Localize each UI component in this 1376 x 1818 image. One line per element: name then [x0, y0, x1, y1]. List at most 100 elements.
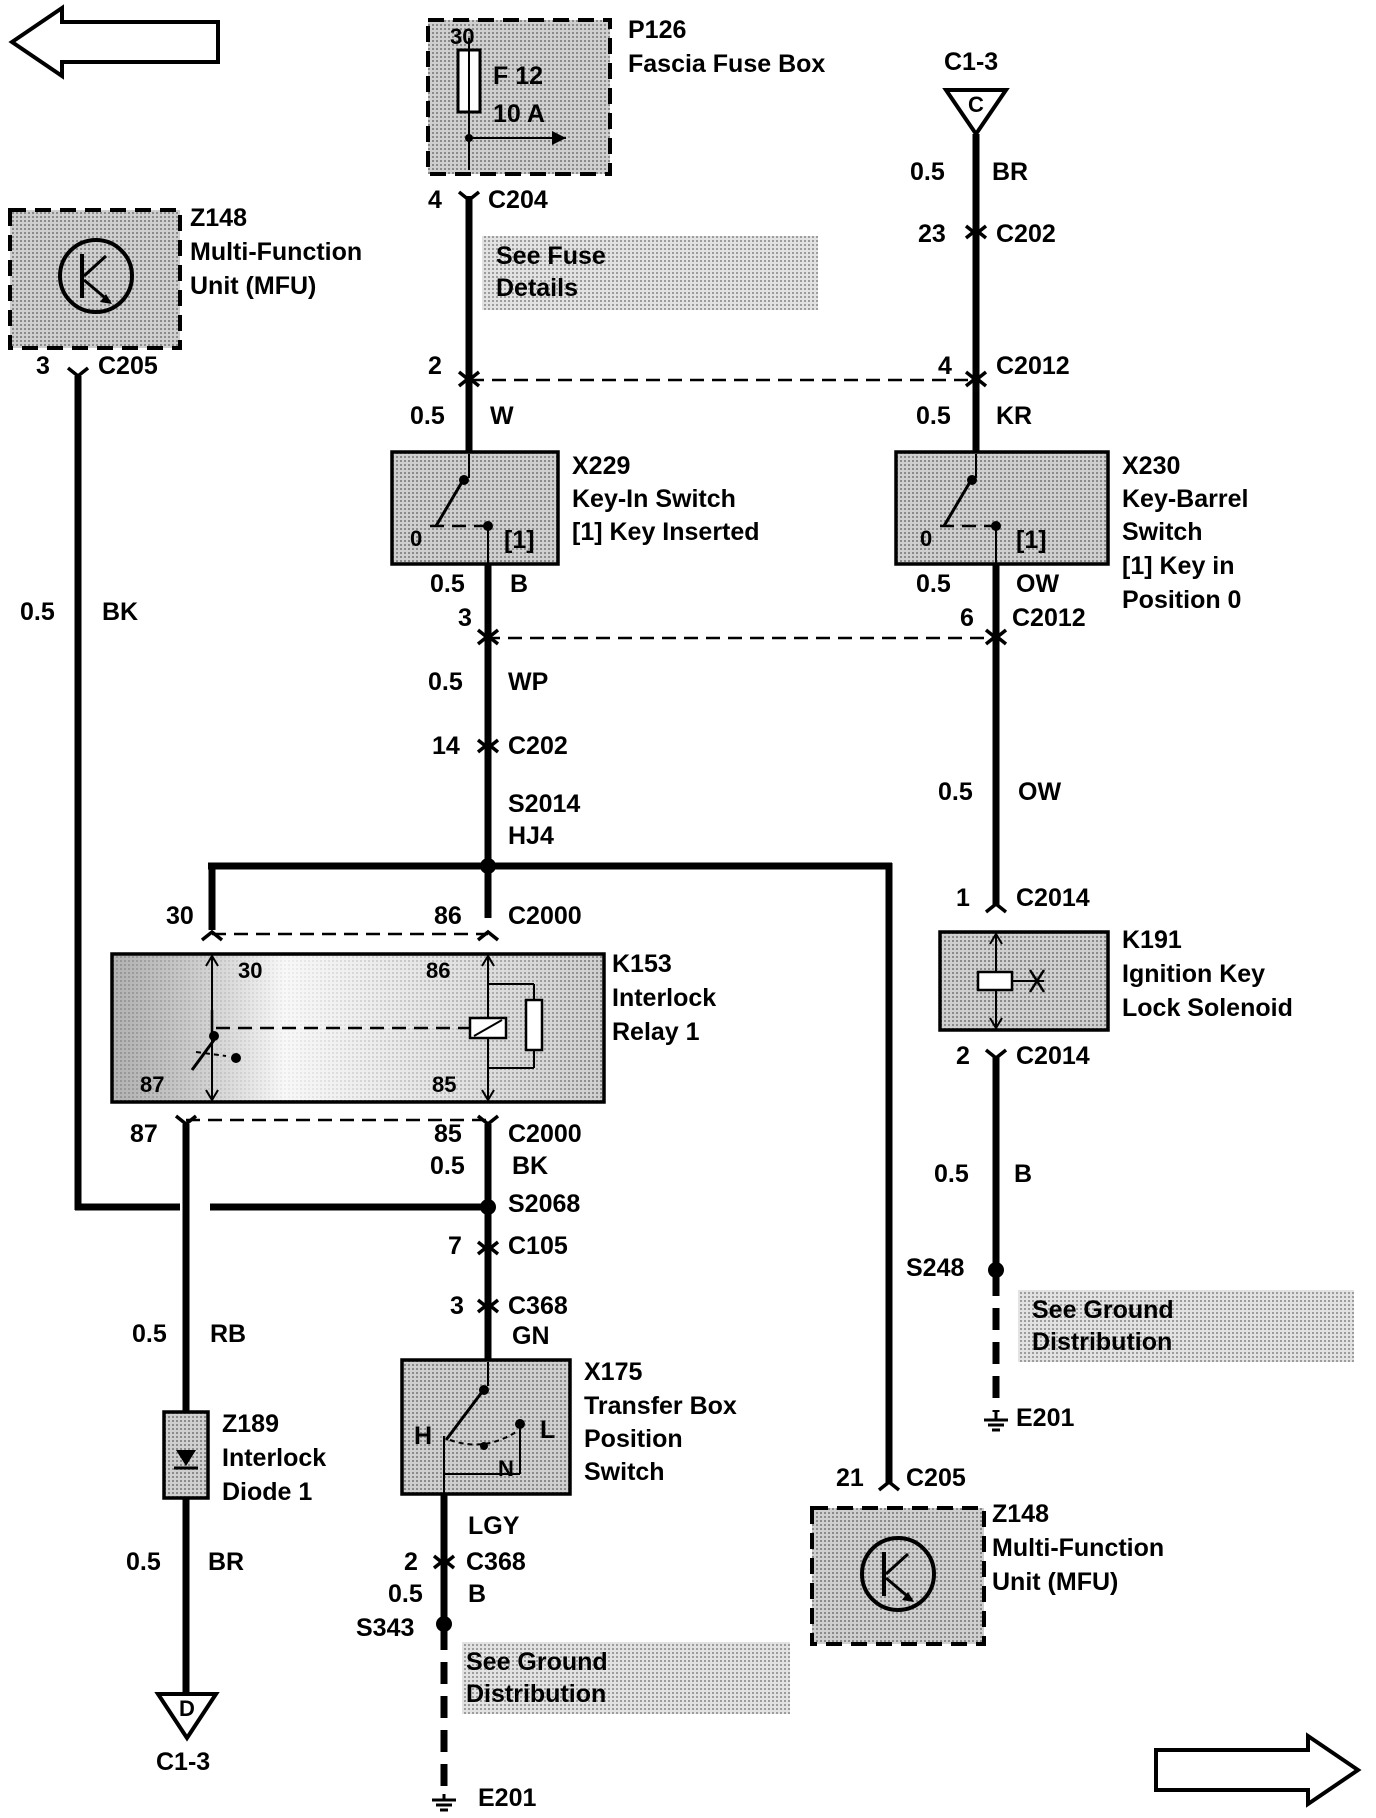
p126-id: P126 [628, 16, 686, 44]
fuse-details-note-line1[interactable]: See Fuse [496, 242, 606, 270]
c105-name: C105 [508, 1232, 568, 1260]
ground-symbol-left-icon [432, 1794, 456, 1812]
x230-line4: Position 0 [1122, 586, 1241, 614]
e201-right-name: E201 [1016, 1404, 1074, 1432]
c368-bottom-name: C368 [466, 1548, 526, 1576]
x175-h: H [414, 1422, 432, 1450]
wire-ow-mid-size: 0.5 [938, 778, 973, 806]
next-page-arrow-icon[interactable] [1154, 1732, 1362, 1808]
z148-top-id: Z148 [190, 204, 247, 232]
s2068-name: S2068 [508, 1190, 580, 1218]
wire-br-top-color: BR [992, 158, 1028, 186]
x230-line2: Switch [1122, 518, 1203, 546]
c1-3-top-label: C1-3 [944, 48, 998, 76]
wire-kr-color: KR [996, 402, 1032, 430]
k153-line1: Interlock [612, 984, 716, 1012]
c368-bottom-pin: 2 [404, 1548, 418, 1576]
x230-pos1: [1] [1016, 526, 1047, 554]
k153-id: K153 [612, 950, 672, 978]
c2012-a-left-pin: 2 [428, 352, 442, 380]
s2068-splice [480, 1199, 496, 1215]
ground-note-left-line1[interactable]: See Ground [466, 1648, 608, 1676]
c2014-bottom-pin: 2 [956, 1042, 970, 1070]
c204-pin: 4 [428, 186, 442, 214]
c2012-a-name: C2012 [996, 352, 1070, 380]
x175-transfer-box-switch: H L N X175 Transfer Box Position Switch [400, 1358, 737, 1496]
x230-pos0: 0 [920, 526, 932, 551]
wire-lgy-color: LGY [468, 1512, 520, 1540]
wire-b-bottom-color: B [468, 1580, 486, 1608]
wire-kr-size: 0.5 [916, 402, 951, 430]
c205-top-pin: 3 [36, 352, 50, 380]
s248-splice [988, 1262, 1004, 1278]
wire-b-right-color: B [1014, 1160, 1032, 1188]
c2000-bottom-pin-left: 87 [130, 1120, 158, 1148]
s2014-sub: HJ4 [508, 822, 554, 850]
s2014-name: S2014 [508, 790, 580, 818]
k191-line1: Ignition Key [1122, 960, 1265, 988]
e201-left-name: E201 [478, 1784, 536, 1812]
c2012-b-name: C2012 [1012, 604, 1086, 632]
z148-mfu-top: Z148 Multi-Function Unit (MFU) [8, 204, 362, 350]
fuse-name: F 12 [493, 62, 543, 90]
c368-top-name: C368 [508, 1292, 568, 1320]
wire-ow-mid-color: OW [1018, 778, 1061, 806]
c2000-bottom-pin-right: 85 [434, 1120, 462, 1148]
wire-br-top-size: 0.5 [910, 158, 945, 186]
k153-line2: Relay 1 [612, 1018, 700, 1046]
c204-name: C204 [488, 186, 548, 214]
z148-bottom-line2: Unit (MFU) [992, 1568, 1118, 1596]
wire-labels: 4 C204 0.5 BR 23 C202 2 4 C2012 0.5 W 0.… [20, 158, 1090, 1812]
c205-bottom-name: C205 [906, 1464, 966, 1492]
wire-bk-mid-color: BK [512, 1152, 548, 1180]
x229-pos0: 0 [410, 526, 422, 551]
ground-note-right-line1[interactable]: See Ground [1032, 1296, 1174, 1324]
previous-page-arrow-icon[interactable] [8, 4, 220, 80]
c2014-bottom-name: C2014 [1016, 1042, 1090, 1070]
k191-line2: Lock Solenoid [1122, 994, 1293, 1022]
wire-br-bottom-color: BR [208, 1548, 244, 1576]
wire-gn-color: GN [512, 1322, 550, 1350]
wire-bk-mid-size: 0.5 [430, 1152, 465, 1180]
k191-ignition-key-lock-solenoid: K191 Ignition Key Lock Solenoid [938, 926, 1293, 1032]
c2012-b-left-pin: 3 [458, 604, 472, 632]
x229-pos1: [1] [504, 526, 535, 554]
c1-3-top-letter: C [968, 92, 984, 117]
x230-id: X230 [1122, 452, 1180, 480]
c202-top-name: C202 [996, 220, 1056, 248]
c202-top-pin: 23 [918, 220, 946, 248]
ground-note-right-line2[interactable]: Distribution [1032, 1328, 1172, 1356]
ground-note-left-bg [462, 1642, 790, 1714]
z189-interlock-diode: Z189 Interlock Diode 1 [162, 1410, 326, 1506]
fuse-box-pin: 30 [450, 24, 474, 49]
ground-symbol-right-icon [984, 1412, 1008, 1432]
z148-top-line2: Unit (MFU) [190, 272, 316, 300]
k191-id: K191 [1122, 926, 1182, 954]
c1-3-reference-bottom[interactable]: D C1-3 [154, 1692, 220, 1776]
c1-3-reference-top[interactable]: C1-3 C [942, 48, 1010, 138]
c2014-top-name: C2014 [1016, 884, 1090, 912]
wire-bk-left-size: 0.5 [20, 598, 55, 626]
c2000-top-name: C2000 [508, 902, 582, 930]
ground-note-left-line2[interactable]: Distribution [466, 1680, 606, 1708]
x175-id: X175 [584, 1358, 642, 1386]
z189-id: Z189 [222, 1410, 279, 1438]
c1-3-bottom-letter: D [179, 1696, 195, 1721]
x175-l: L [540, 1416, 555, 1444]
s2014-splice [480, 858, 496, 874]
k153-pin-85: 85 [432, 1072, 456, 1097]
x175-line2: Position [584, 1425, 683, 1453]
k153-pin-87: 87 [140, 1072, 164, 1097]
wire-rb-color: RB [210, 1320, 246, 1348]
x230-line1: Key-Barrel [1122, 485, 1248, 513]
wire-bk-left-color: BK [102, 598, 138, 626]
x229-line2: [1] Key Inserted [572, 518, 760, 546]
fuse-details-note-line2[interactable]: Details [496, 274, 578, 302]
c202-mid-pin: 14 [432, 732, 460, 760]
c205-bottom-pin: 21 [836, 1464, 864, 1492]
wire-b-x229-size: 0.5 [430, 570, 465, 598]
connector-marks [66, 190, 1008, 1570]
k153-pin-86: 86 [426, 958, 450, 983]
c2000-top-pin-left: 30 [166, 902, 194, 930]
